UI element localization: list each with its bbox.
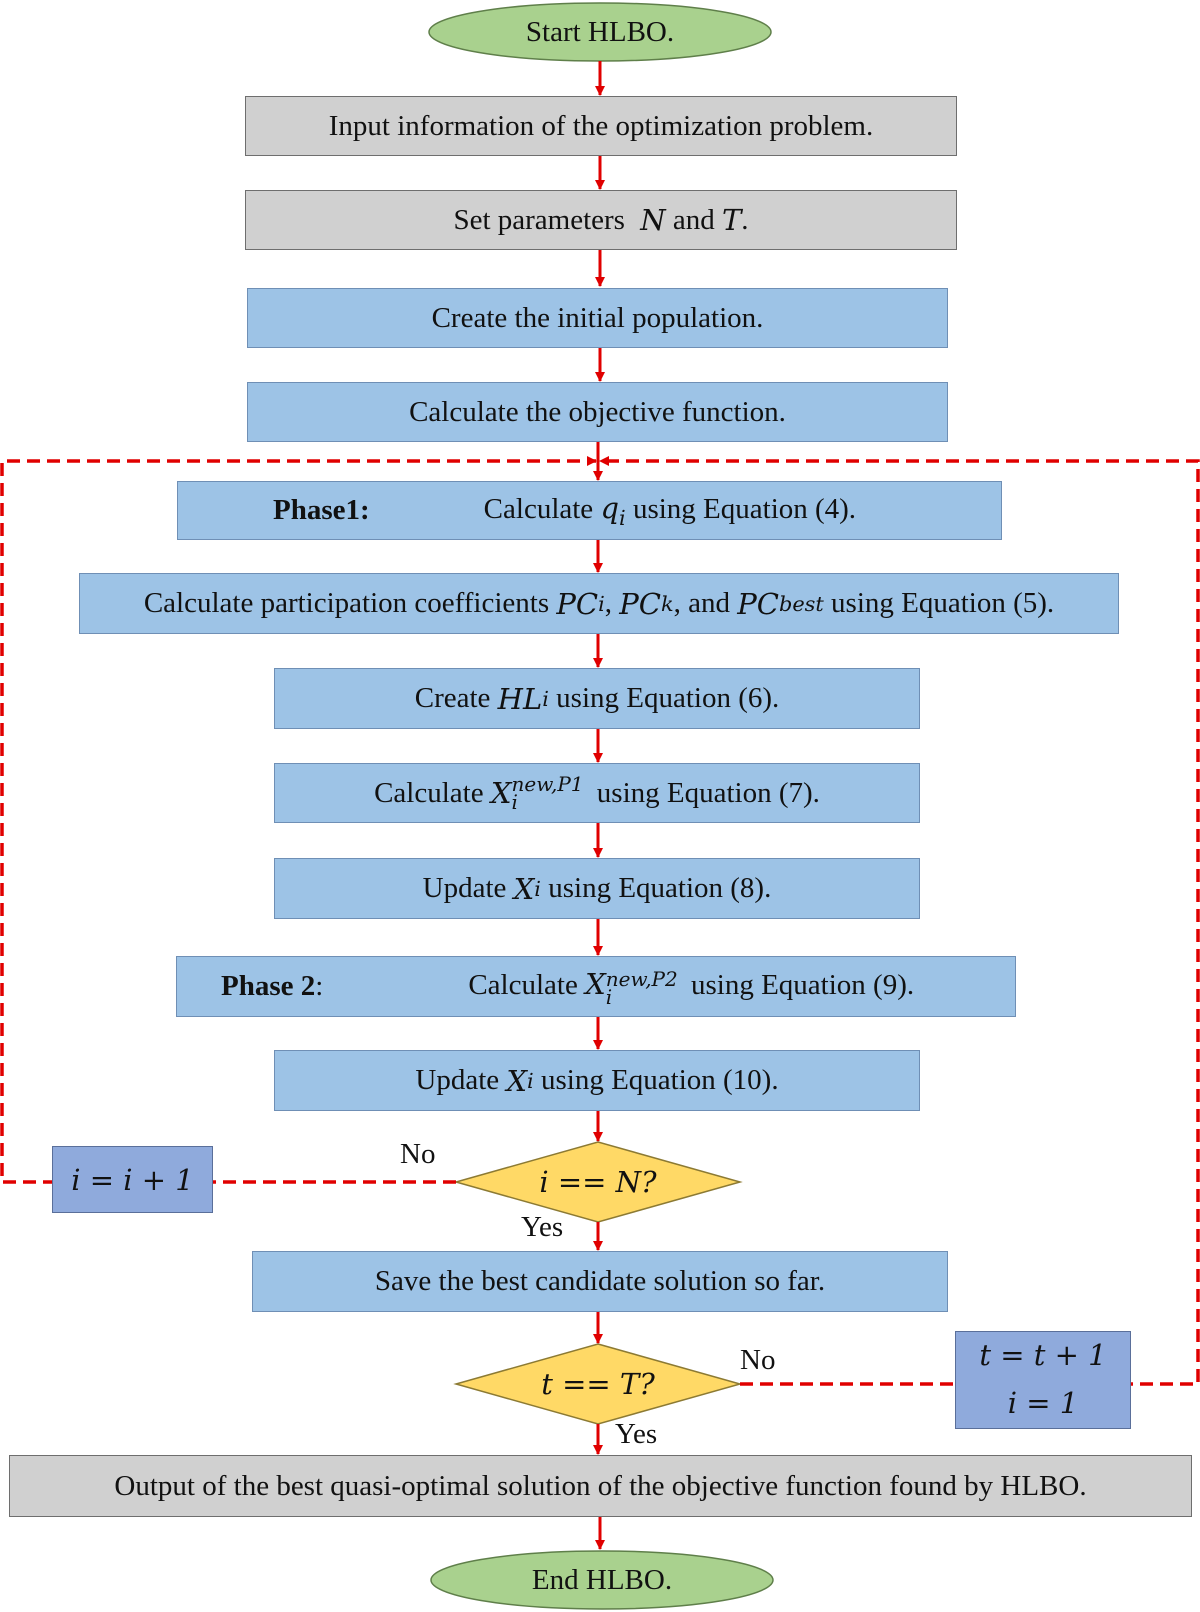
create-population-text: Create the initial population. xyxy=(431,301,764,334)
xnew2-sub: i xyxy=(605,984,613,1009)
save-best-text: Save the best candidate solution so far. xyxy=(374,1265,826,1297)
pc-var-2: PC xyxy=(619,586,661,621)
step-input-info: Input information of the optimization pr… xyxy=(245,96,957,156)
phase1-post: using Equation (4). xyxy=(625,493,857,526)
phase2-label: Phase 2 xyxy=(221,970,316,1002)
xnew1-var: X xyxy=(490,776,512,810)
step-phase1: Phase1: Calculate qi using Equation (4). xyxy=(177,481,1002,540)
phase2-colon: : xyxy=(315,970,324,1002)
pc-sub-2: k xyxy=(660,591,674,616)
step-calc-xnew-p1: Calculate X new,P1 i using Equation (7). xyxy=(274,763,920,823)
xnew1-sub: i xyxy=(511,790,518,814)
counter-t-increment: t = t + 1 i = 1 xyxy=(955,1331,1131,1429)
hl-pre: Create xyxy=(414,682,498,714)
start-label: Start HLBO. xyxy=(525,15,675,48)
label-no-i: No xyxy=(400,1138,436,1170)
pc-post: using Equation (5). xyxy=(823,587,1055,619)
upd10-pre: Update xyxy=(415,1064,507,1096)
xnew2-var: X xyxy=(585,967,606,1002)
end-label: End HLBO. xyxy=(531,1563,673,1596)
set-params-end: . xyxy=(741,203,749,236)
upd10-sub: i xyxy=(527,1068,534,1093)
step-input-info-text: Input information of the optimization pr… xyxy=(328,109,874,142)
calc-objective-text: Calculate the objective function. xyxy=(409,395,786,428)
pc-sub-3: best xyxy=(778,591,824,616)
counter-i-increment: i = i + 1 xyxy=(52,1146,213,1213)
phase1-pre: Calculate xyxy=(483,493,601,526)
step-output: Output of the best quasi-optimal solutio… xyxy=(9,1455,1192,1517)
step-create-population: Create the initial population. xyxy=(247,288,948,348)
pc-and: , and xyxy=(673,587,738,619)
counter-i-reset-text: i = 1 xyxy=(1007,1386,1079,1420)
phase2-label-group: Phase 2: xyxy=(221,970,323,1003)
xnew1-post: using Equation (7). xyxy=(589,776,820,809)
step-phase2: Phase 2: Calculate X new,P2 i using Equa… xyxy=(176,956,1016,1017)
hl-sub: i xyxy=(542,686,549,711)
step-calc-objective: Calculate the objective function. xyxy=(247,382,948,442)
counter-t-increment-text: t = t + 1 xyxy=(979,1338,1107,1373)
hl-var: HL xyxy=(497,681,543,716)
step-set-parameters: Set parameters N and T. xyxy=(245,190,957,250)
phase1-label: Phase1: xyxy=(273,494,370,526)
step-save-best: Save the best candidate solution so far. xyxy=(252,1251,948,1312)
set-params-prefix: Set parameters xyxy=(453,203,633,236)
upd8-pre: Update xyxy=(422,872,514,904)
pc-var-1: PC xyxy=(556,586,599,621)
upd8-post: using Equation (8). xyxy=(540,872,772,904)
phase1-equation: Calculate qi using Equation (4). xyxy=(484,491,856,530)
label-yes-t: Yes xyxy=(615,1418,658,1450)
set-params-t: T xyxy=(721,203,742,237)
upd8-var: X xyxy=(513,871,535,906)
hl-post: using Equation (6). xyxy=(548,682,780,714)
decision-t-text: t == T? xyxy=(541,1367,655,1401)
xnew2-sup: new,P2 xyxy=(605,966,678,991)
xnew1-sup: new,P1 xyxy=(511,772,584,796)
counter-i-increment-text: i = i + 1 xyxy=(71,1162,194,1197)
pc-comma-1: , xyxy=(604,587,620,619)
label-yes-i: Yes xyxy=(521,1211,564,1243)
xnew1-pre: Calculate xyxy=(374,776,491,809)
phase1-var: q xyxy=(600,491,620,526)
pc-var-3: PC xyxy=(737,586,779,621)
phase1-sub: i xyxy=(619,505,626,530)
pc-sub-1: i xyxy=(598,591,605,616)
xnew2-pre: Calculate xyxy=(468,969,586,1002)
pc-pre: Calculate participation coefficients xyxy=(143,587,557,619)
output-text: Output of the best quasi-optimal solutio… xyxy=(114,1469,1087,1502)
phase2-equation: Calculate X new,P2 i using Equation (9). xyxy=(468,966,915,1009)
end-oval xyxy=(430,1550,774,1610)
label-no-t: No xyxy=(740,1344,776,1376)
upd10-var: X xyxy=(506,1063,528,1098)
loop-i-no-path xyxy=(0,456,597,1184)
xnew2-post: using Equation (9). xyxy=(683,969,915,1002)
set-params-and: and xyxy=(665,203,722,236)
decision-i-text: i == N? xyxy=(539,1165,657,1199)
upd10-post: using Equation (10). xyxy=(533,1064,779,1096)
set-params-n: N xyxy=(640,203,666,237)
upd8-sub: i xyxy=(534,876,541,901)
